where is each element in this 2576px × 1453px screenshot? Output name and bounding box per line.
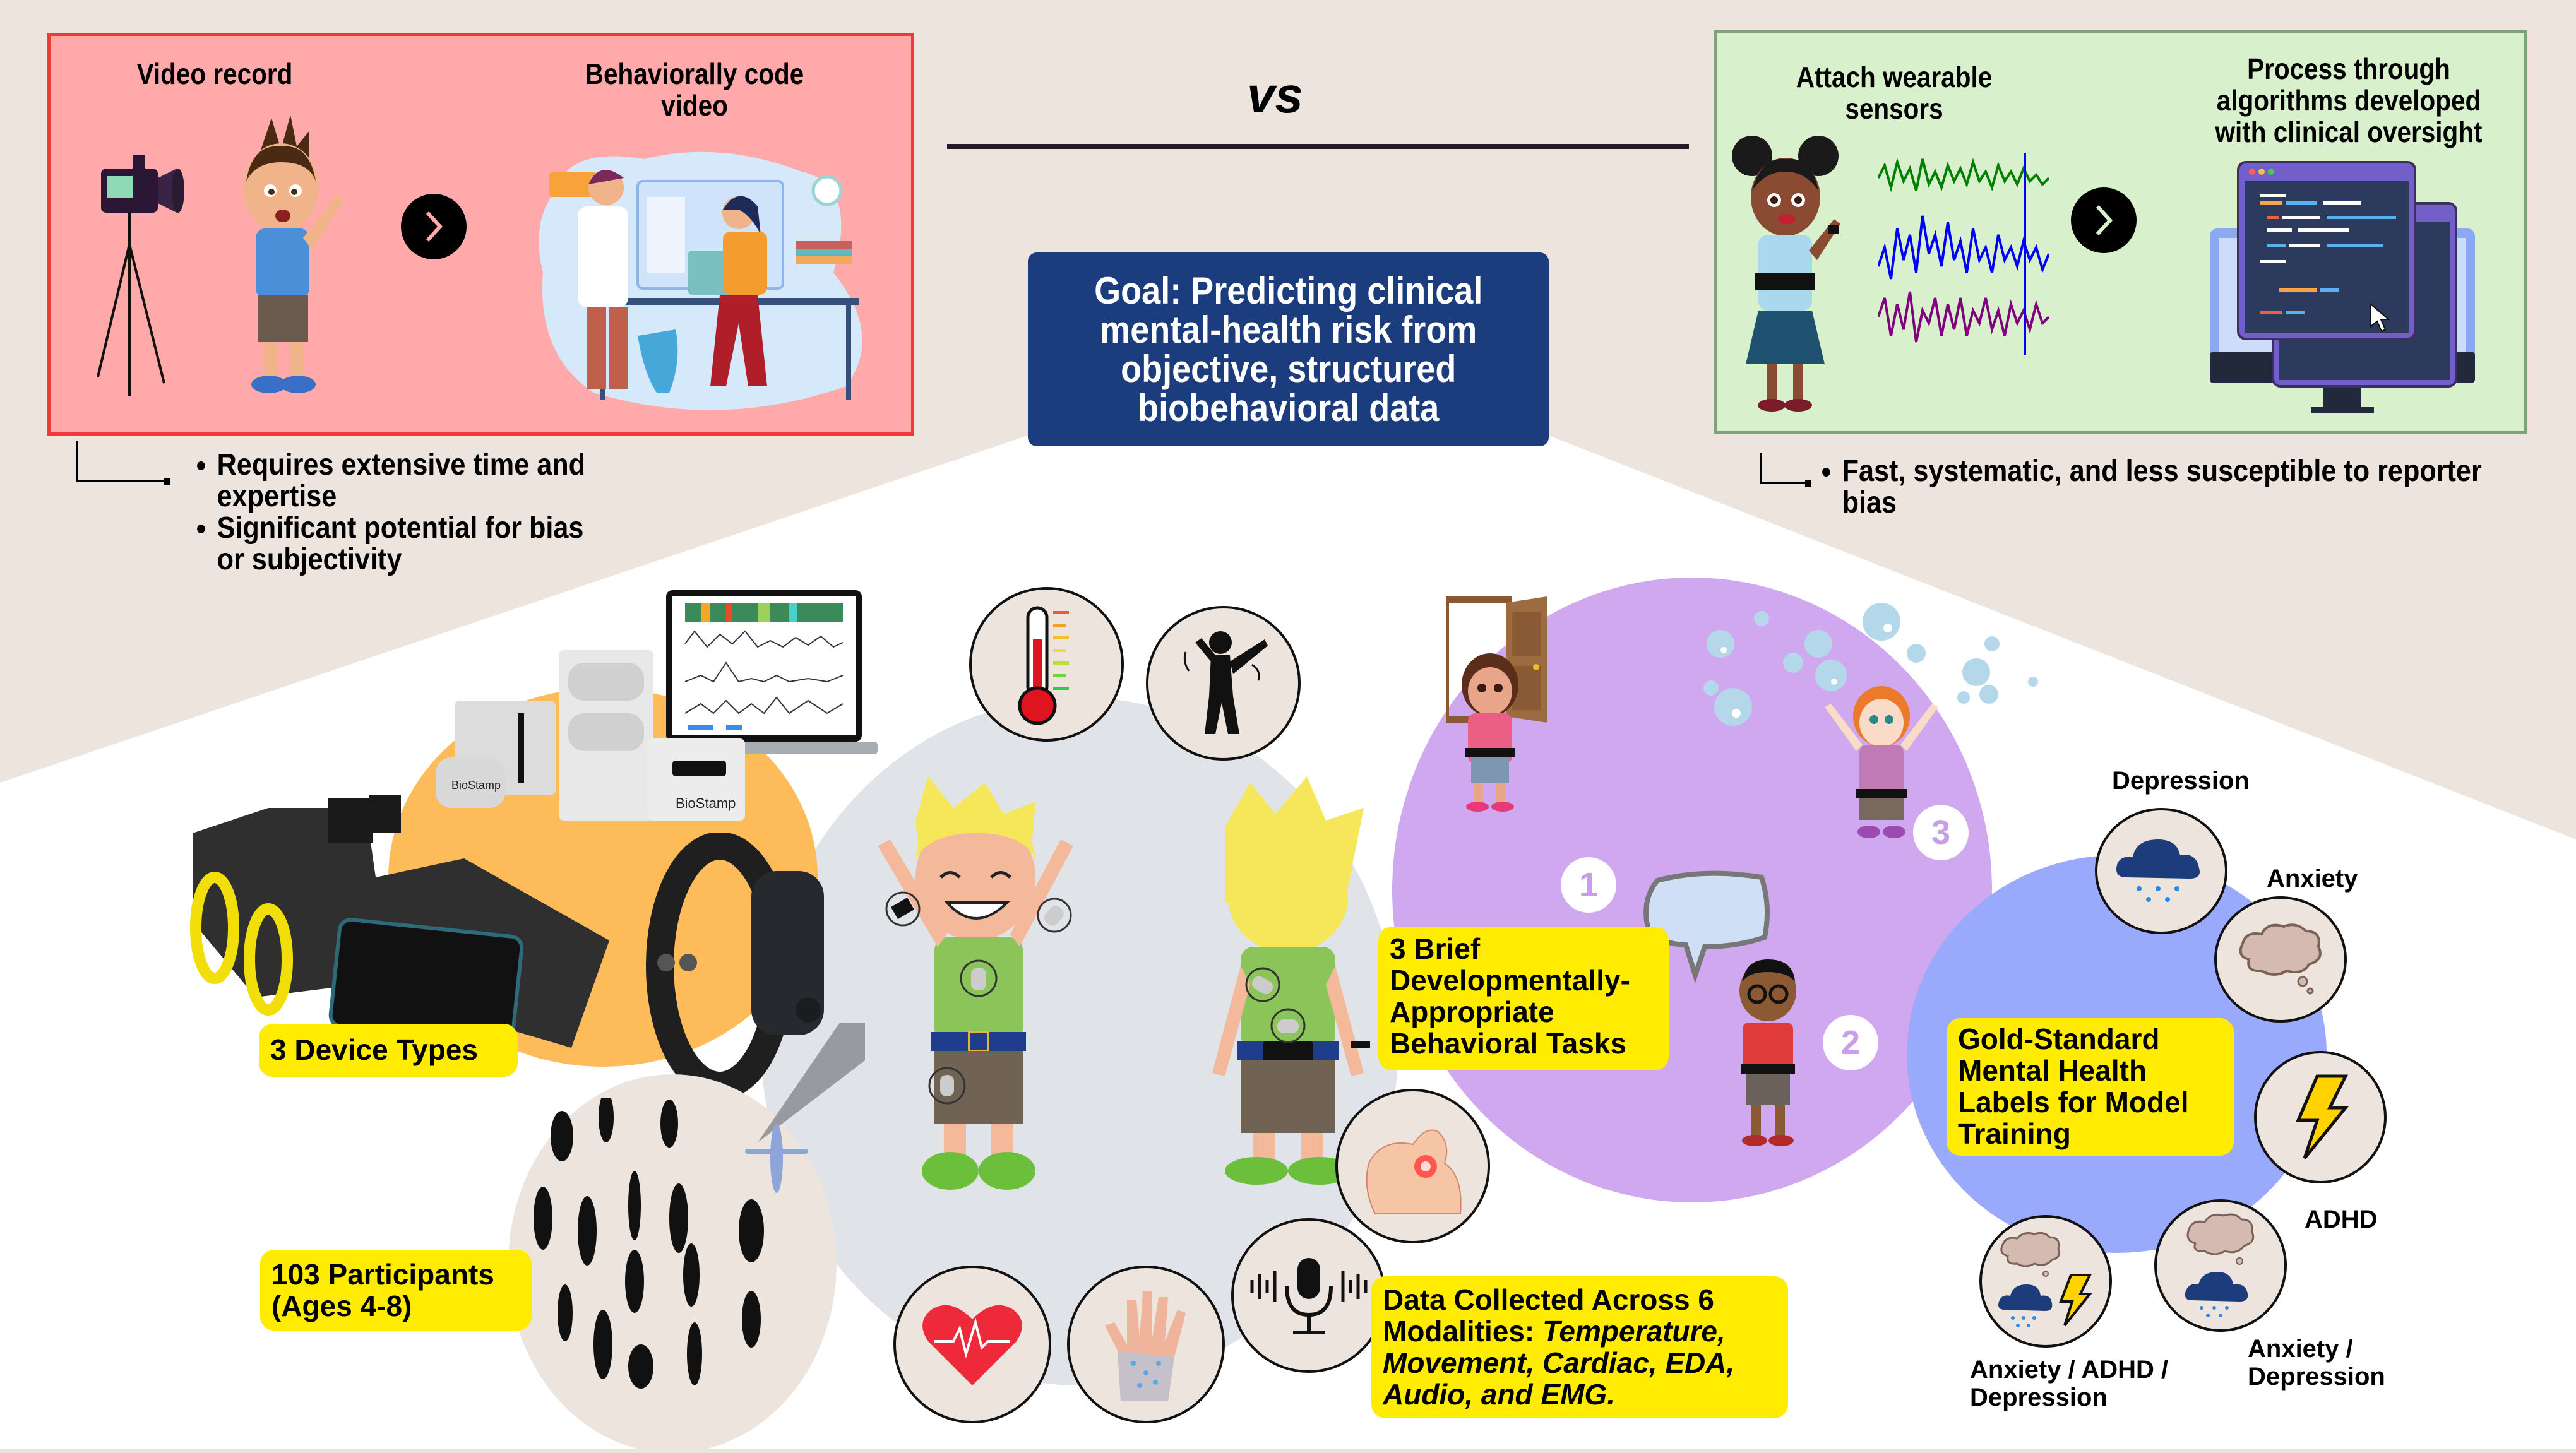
vs-divider-line [947,144,1689,149]
participants-count-text: 103 Participants [271,1258,494,1291]
diagnosis-anxiety-adhd-depression [1979,1215,2112,1348]
diagnosis-label-anxiety: Anxiety [2267,865,2358,893]
goal-line: biobehavioral data [1137,386,1440,429]
diagnosis-depression [2095,808,2227,934]
task-number-badge: 3 [1913,805,1969,860]
device-types-label: 3 Device Types [259,1024,518,1077]
child-silhouettes-icon [534,1098,808,1389]
biostamp-brand-text: BioStamp [451,779,501,792]
wearable-method-panel: Attach wearable sensors Process through … [1714,30,2527,434]
lightning-bolt-icon [2296,1074,2349,1159]
girl-with-sensors-illustration [1732,136,1840,412]
goal-line: objective, structured [1120,347,1457,390]
temperature-modality [969,587,1124,742]
tasks-text-line: 3 Brief [1390,932,1481,965]
goal-line: Goal: Predicting clinical [1094,269,1483,312]
modalities-text-line: Data Collected Across 6 [1383,1283,1714,1316]
cardiac-modality [893,1266,1051,1423]
participants-ages-text: (Ages 4-8) [271,1290,412,1322]
drawback-item: Significant potential for bias or subjec… [217,513,590,576]
modalities-text-line: Modalities: [1383,1315,1543,1348]
labels-text-line: Labels for Model [1958,1086,2189,1118]
task-number-badge: 2 [1823,1015,1878,1070]
gold-standard-labels-label: Gold-Standard Mental Health Labels for M… [1947,1018,2234,1156]
tasks-text-line: Developmentally- [1390,964,1630,997]
traditional-drawbacks-list: Requires extensive time and expertise Si… [192,449,590,576]
sweaty-hand-eda-icon [1105,1291,1186,1401]
boy-being-recorded-illustration [243,115,344,393]
modalities-text-italic: Movement, Cardiac, EDA, [1383,1346,1735,1379]
diagnosis-label-anxiety-depression: Anxiety / Depression [2248,1335,2385,1391]
task2-boy-illustration [1739,959,1796,1146]
tasks-text-line: Behavioral Tasks [1390,1027,1627,1060]
goal-line: mental-health risk from [1099,308,1477,351]
biostamp-sensor-dock-device: BioStamp BioStamp [436,650,745,821]
step-process-algorithms-label: Process through algorithms developed wit… [2215,52,2483,148]
eda-modality [1067,1266,1225,1423]
movement-modality [1146,606,1301,761]
benefits-connector [1760,453,1811,487]
bubbles-task-icon [1703,603,2038,726]
boy-front-with-sensors-illustration [878,776,1073,1190]
movement-figure-icon [1183,631,1268,734]
task1-girl-illustration [1462,653,1518,812]
modalities-text-italic: Audio, and EMG. [1383,1378,1615,1411]
diagnosis-label-depression: Depression [2112,767,2250,795]
benefit-item: Fast, systematic, and less susceptible t… [1842,456,2488,519]
audio-modality [1231,1218,1386,1373]
chevron-right-icon [2096,205,2113,236]
wearable-benefits-list: Fast, systematic, and less susceptible t… [1817,456,2488,519]
modalities-label: Data Collected Across 6 Modalities: Temp… [1371,1276,1788,1418]
device-types-text: 3 Device Types [270,1033,479,1066]
emg-modality [1335,1089,1490,1243]
diagnosis-anxiety-depression [2154,1199,2287,1332]
participants-label: 103 Participants (Ages 4-8) [260,1250,532,1331]
boy-back-with-sensors-illustration [1212,776,1370,1185]
thermometer-icon [1018,606,1069,725]
goal-box: Goal: Predicting clinical mental-health … [1028,252,1549,446]
microphone-audio-icon [1250,1257,1367,1334]
vs-divider-label: vs [1247,67,1303,123]
labels-text-line: Gold-Standard [1958,1023,2160,1055]
step-video-record-label: Video record [136,57,293,90]
computer-code-icon [2210,161,2475,413]
diagnosis-anxiety [2214,896,2347,1023]
drawback-item: Requires extensive time and expertise [217,449,590,513]
task-number-badge: 1 [1561,857,1616,913]
diagnosis-adhd [2254,1051,2387,1183]
traditional-method-panel: Video record Behaviorally code video [47,33,914,436]
chest-belt-phone-device [190,795,609,1048]
behavioral-tasks-label: 3 Brief Developmentally- Appropriate Beh… [1378,927,1669,1070]
process-arrow [401,194,467,259]
thought-rain-cloud-icon [2185,1213,2255,1317]
step-attach-sensors-label: Attach wearable sensors [1796,61,1993,125]
thought-rain-lightning-icon [1998,1231,2093,1327]
biostamp-brand-text: BioStamp [676,795,736,811]
diagnosis-label-adhd: ADHD [2305,1206,2378,1233]
laptop-dashboard-device [663,590,878,754]
signal-waveform-icon [1878,153,2049,355]
clinicians-coding-illustration [539,151,862,410]
muscle-pain-icon [1366,1129,1462,1214]
step-behavioral-code-label: Behaviorally code video [585,57,804,122]
rain-cloud-icon [2116,839,2200,902]
drawbacks-connector [76,441,170,485]
spotlight-beam [758,1023,865,1142]
video-camera-icon [97,155,184,396]
heart-ecg-icon [922,1305,1022,1385]
labels-text-line: Mental Health [1958,1054,2147,1087]
tasks-text-line: Appropriate [1390,995,1554,1028]
chevron-right-icon [426,211,443,242]
task3-girl-illustration [1825,686,1938,838]
labels-text-line: Training [1958,1117,2071,1150]
modalities-text-italic: Temperature, [1542,1315,1726,1348]
speech-bubble-task-icon [1643,870,1770,984]
diagnosis-label-anxiety-adhd-depression: Anxiety / ADHD / Depression [1970,1356,2169,1411]
process-arrow [2071,187,2137,253]
thought-cloud-icon [2239,923,2322,995]
